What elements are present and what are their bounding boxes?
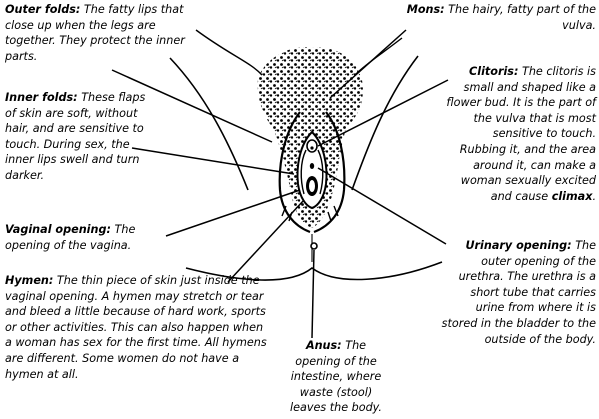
term-anus: Anus: (305, 339, 342, 352)
outer-lip-left (278, 111, 311, 234)
term-vaginal-opening: Vaginal opening: (5, 223, 111, 236)
label-outer-folds: Outer folds: The fatty lips that close u… (5, 2, 205, 64)
label-urinary-opening: Urinary opening: The outer opening of th… (440, 238, 596, 347)
desc-anus: The opening of the intestine, where wast… (289, 339, 382, 415)
outer-lip-right (313, 111, 346, 234)
desc-inner-folds: These flaps of skin are soft, without ha… (5, 91, 146, 182)
leader-mons (329, 29, 407, 99)
leader-outer-folds (111, 69, 273, 143)
desc-mons: The hairy, fatty part of the vulva. (448, 3, 596, 32)
desc-urinary-opening: The outer opening of the urethra. The ur… (441, 239, 596, 346)
left-thigh-outline (169, 57, 249, 191)
urinary-opening-shape (309, 163, 315, 169)
label-hymen: Hymen: The thin piece of skin just insid… (5, 273, 267, 382)
leader-inner-folds (131, 147, 295, 175)
label-vaginal-opening: Vaginal opening: The opening of the vagi… (5, 222, 165, 253)
left-hip-curve (195, 29, 263, 76)
leader-hymen (227, 199, 305, 283)
buttock-curve (185, 261, 443, 281)
desc-clitoris-climax: climax (551, 189, 593, 203)
clitoris-shape (306, 139, 318, 153)
desc-clitoris-end: . (592, 189, 596, 203)
leader-clitoris (317, 79, 449, 147)
right-thigh-outline (351, 55, 419, 191)
label-clitoris: Clitoris: The clitoris is small and shap… (444, 64, 596, 204)
term-inner-folds: Inner folds: (5, 91, 78, 104)
inner-lip-left-fold (300, 149, 307, 195)
leader-anus (311, 249, 315, 339)
term-hymen: Hymen: (5, 274, 54, 287)
term-mons: Mons: (406, 3, 445, 16)
leader-urinary-opening (317, 167, 447, 245)
desc-outer-folds: The fatty lips that close up when the le… (5, 3, 185, 63)
desc-hymen: The thin piece of skin just inside the v… (5, 274, 267, 381)
anus-shape (310, 242, 318, 250)
leader-vaginal-opening (165, 189, 301, 237)
term-urinary-opening: Urinary opening: (465, 239, 572, 252)
label-anus: Anus: The opening of the intestine, wher… (282, 338, 390, 416)
desc-clitoris: The clitoris is small and shaped like a … (446, 65, 596, 203)
term-clitoris: Clitoris: (469, 65, 519, 78)
term-outer-folds: Outer folds: (5, 3, 81, 16)
label-inner-folds: Inner folds: These flaps of skin are sof… (5, 90, 153, 184)
label-mons: Mons: The hairy, fatty part of the vulva… (388, 2, 596, 33)
desc-vaginal-opening: The opening of the vagina. (5, 223, 136, 252)
